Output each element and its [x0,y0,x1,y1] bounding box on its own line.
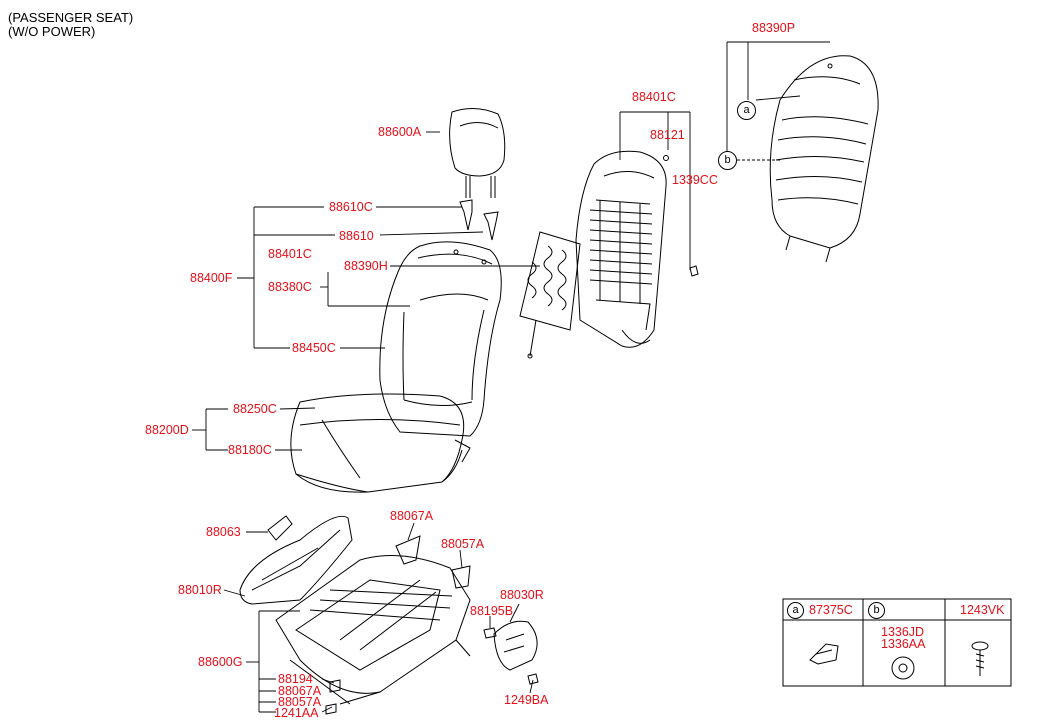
part-label-88450C: 88450C [292,341,336,355]
cushion-frame-drawing [275,555,471,705]
part-label-88180C: 88180C [228,443,272,457]
back-frame-drawing [575,150,699,348]
part-label-88057A-b: 88057A [278,695,322,709]
legend-part-87375C: 87375C [809,603,853,617]
part-label-88401C-top: 88401C [632,90,676,104]
legend-part-1243VK: 1243VK [960,603,1005,617]
part-label-88063: 88063 [206,525,241,539]
callout-b: b [718,151,737,170]
part-label-88195B: 88195B [470,604,514,618]
part-label-88390H: 88390H [344,259,388,273]
seat-cushion-drawing [290,393,471,493]
part-label-88067A-b: 88067A [278,684,322,698]
part-label-88067A: 88067A [390,509,434,523]
part-label-88380C: 88380C [268,280,312,294]
part-label-88250C: 88250C [233,402,277,416]
part-label-88610C: 88610C [329,200,373,214]
part-label-1249BA: 1249BA [504,693,549,707]
leader-lines [192,41,830,713]
part-label-88401C: 88401C [268,247,312,261]
part-label-88600A: 88600A [378,125,422,139]
diagram-title-line2: (W/O POWER) [8,24,96,39]
part-label-88194: 88194 [278,672,313,686]
diagram-title-line1: (PASSENGER SEAT) [8,10,134,25]
legend-part-1336AA: 1336AA [881,637,926,651]
part-label-1339CC: 1339CC [672,173,718,187]
part-label-88610: 88610 [339,229,374,243]
part-label-88057A: 88057A [441,537,485,551]
legend-part-1336JD: 1336JD [881,625,925,639]
part-label-88030R: 88030R [500,588,544,602]
legend-mark-b: b [868,602,885,619]
legend-table [782,598,1012,687]
part-label-88121: 88121 [650,128,685,142]
callout-a: a [737,101,756,120]
side-shield-drawing [239,515,353,605]
part-label-88200D: 88200D [145,423,189,437]
back-board-drawing [769,55,879,263]
part-label-88010R: 88010R [178,583,222,597]
part-label-1241AA: 1241AA [274,706,319,720]
back-pad-drawing [519,231,581,359]
seat-back-drawing [379,241,502,437]
headrest-drawing [449,108,506,241]
legend-mark-a: a [787,602,804,619]
part-label-88390P: 88390P [752,21,796,35]
legend-icons [809,641,989,680]
part-label-88400F: 88400F [190,271,233,285]
small-parts-drawing [267,515,539,715]
part-label-88600G: 88600G [198,655,243,669]
